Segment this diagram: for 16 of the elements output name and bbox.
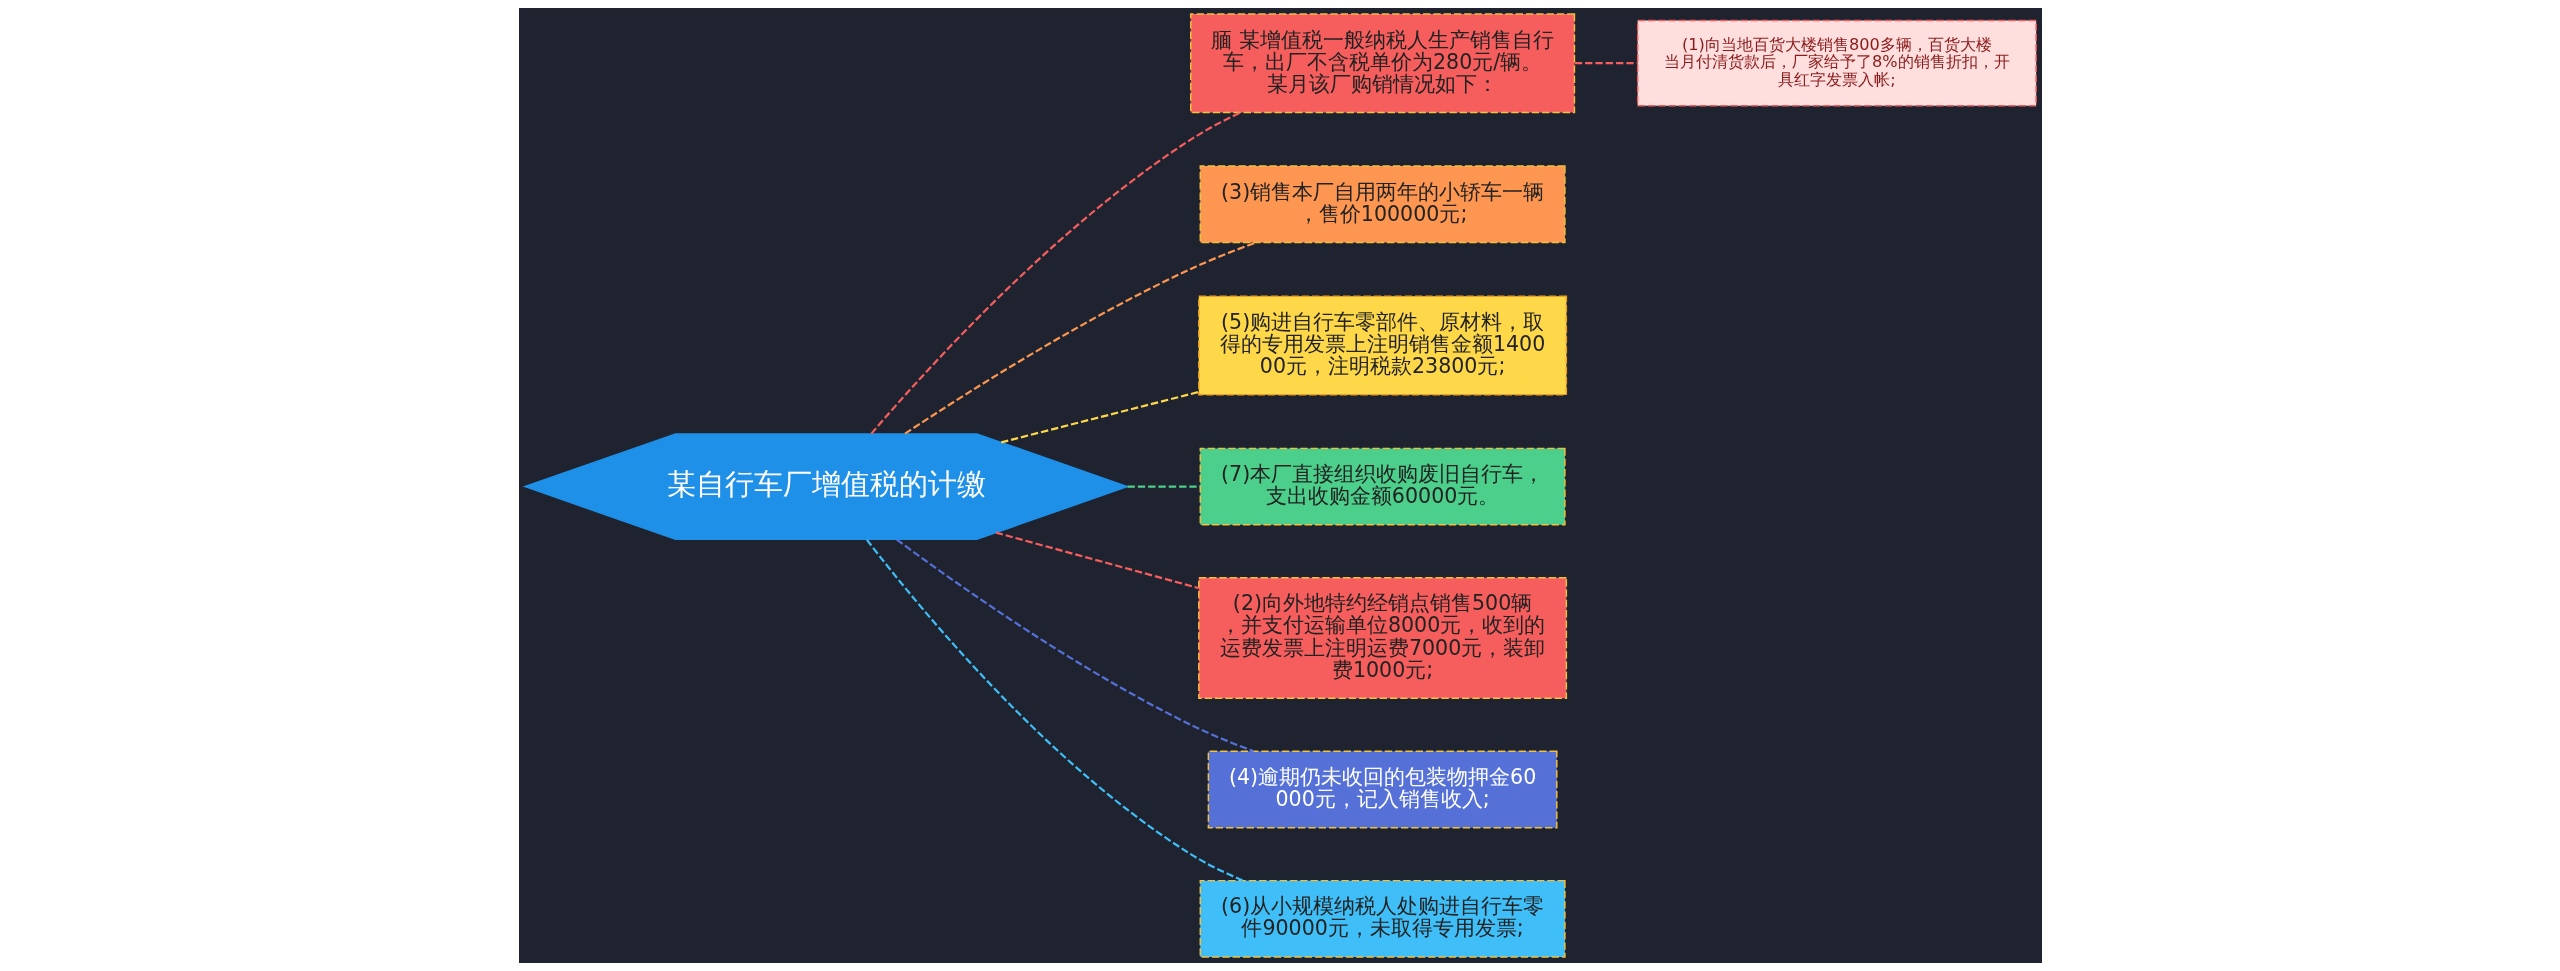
connector xyxy=(870,111,1241,435)
connector xyxy=(1574,62,1637,65)
node-box: (3)销售本厂自用两年的小轿车一辆，售价100000元; xyxy=(1199,165,1566,244)
connector xyxy=(1127,485,1200,488)
connector xyxy=(995,531,1199,590)
node-box: 腼 某增值税一般纳税人生产销售自行车，出厂不含税单价为280元/辆。某月该厂购销情况如下： xyxy=(1189,13,1575,114)
node-box: (7)本厂直接组织收购废旧自行车，支出收购金额60000元。 xyxy=(1199,447,1566,526)
node-box: (2)向外地特约经销点销售500辆，并支付运输单位8000元，收到的运费发票上注明运费7000元，装卸费1000元; xyxy=(1197,577,1567,700)
connector xyxy=(903,241,1256,435)
connector xyxy=(1000,390,1199,444)
node-box: (1)向当地百货大楼销售800多辆，百货大楼当月付清货款后，厂家给予了8%的销售折扣，开具红字发票入帐; xyxy=(1636,19,2037,107)
node-box: (4)逾期仍未收回的包装物押金60000元，记入销售收入; xyxy=(1207,750,1558,829)
connector xyxy=(895,538,1254,753)
node-box: (5)购进自行车零部件、原材料，取得的专用发票上注明销售金额140000元，注明税款23800元; xyxy=(1197,295,1567,396)
connector xyxy=(865,539,1243,882)
node-box: (6)从小规模纳税人处购进自行车零件90000元，未取得专用发票; xyxy=(1199,879,1566,958)
